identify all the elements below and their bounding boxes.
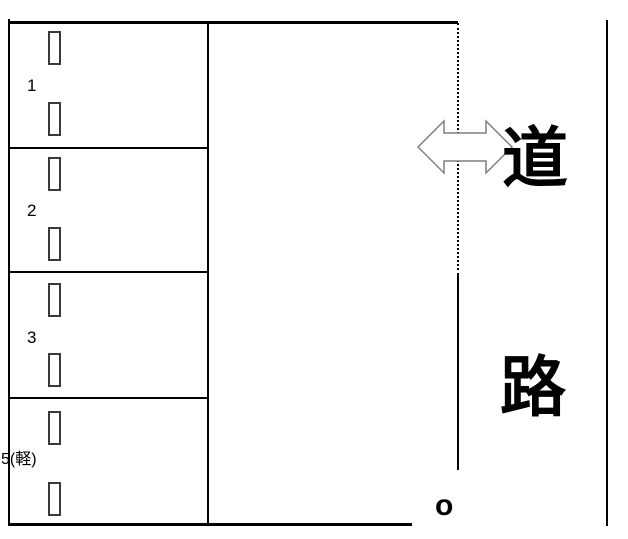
road-label-bottom: 路 [500,350,566,424]
two-way-arrow-icon [417,119,514,175]
wheel-stopper [48,283,61,317]
lot-boundary-solid [457,273,459,470]
road-label-top: 道 [502,121,568,195]
wheel-stopper [48,157,61,191]
wheel-stopper [48,482,61,516]
wheel-stopper [48,31,61,65]
lot-inner-divider [207,22,209,523]
road-edge-line [606,20,608,526]
space-label-3: 3 [27,328,37,347]
space-label-1: 1 [27,76,37,95]
wheel-stopper [48,411,61,445]
space-divider-3-5 [9,397,208,399]
entrance-marker: o [435,489,454,522]
space-divider-2-3 [9,271,208,273]
space-divider-1-2 [9,147,208,149]
wheel-stopper [48,353,61,387]
wheel-stopper [48,102,61,136]
lot-top-border [8,21,458,24]
wheel-stopper [48,227,61,261]
lot-bottom-border [8,523,412,526]
space-label-2: 2 [27,201,37,220]
space-label-5-kei: 5(軽) [1,451,37,468]
